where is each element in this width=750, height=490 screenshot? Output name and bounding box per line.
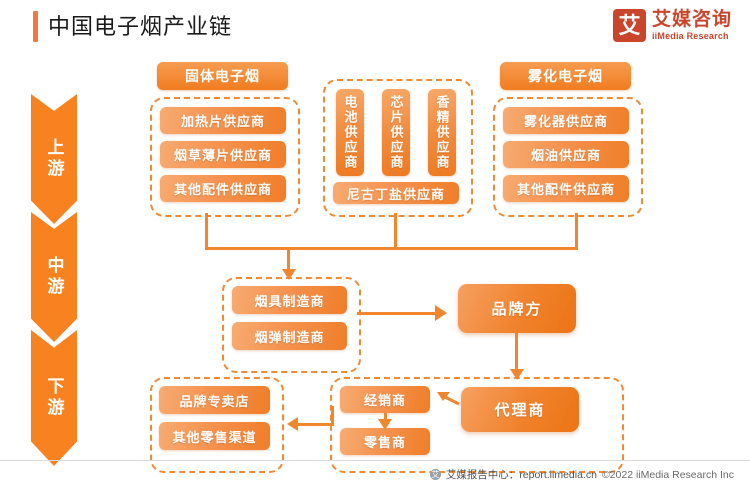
supplier-chip: 芯片供应商	[382, 89, 410, 176]
group-cap-solid-ecig: 固体电子烟	[157, 62, 288, 90]
supplier-other-parts-solid: 其他配件供应商	[160, 175, 286, 202]
supplier-flavor: 香精供应商	[428, 89, 456, 176]
footer-badge-icon: 艾	[429, 469, 441, 480]
connector-distribution-riser	[331, 406, 334, 426]
connector-vapor-down	[575, 213, 578, 247]
connector-brand-to-agent	[515, 333, 518, 372]
node-retailer: 零售商	[340, 428, 430, 455]
supplier-eliquid: 烟油供应商	[503, 141, 629, 168]
supplier-battery: 电池供应商	[336, 89, 364, 176]
connector-bus-to-maker	[287, 247, 290, 272]
diagram-stage: 上游 中游 下游 固体电子烟 加热片供应商 烟草薄片供应商 其他配件供应商 电池…	[0, 56, 750, 473]
group-box-retail	[150, 377, 284, 473]
logo-mark-icon: 艾	[612, 9, 646, 42]
connector-bus	[205, 247, 578, 250]
supplier-nicotine-salt: 尼古丁盐供应商	[333, 182, 459, 204]
connector-arrow-to-retailer	[378, 419, 392, 430]
footer-source: 艾媒报告中心：report.iimedia.cn	[445, 469, 597, 481]
connector-arrow-to-brand	[435, 305, 447, 321]
supplier-other-parts-vapor: 其他配件供应商	[503, 175, 629, 202]
group-cap-vapor-ecig: 雾化电子烟	[500, 62, 631, 90]
logo-title-cn: 艾媒咨询	[651, 9, 732, 30]
connector-maker-to-brand	[357, 312, 437, 315]
rail-segment-label: 中游	[44, 256, 64, 298]
node-brand-owner: 品牌方	[458, 284, 576, 333]
supplier-tobacco-sheet: 烟草薄片供应商	[160, 141, 286, 168]
group-box-vapor-ecig	[493, 97, 643, 217]
footer-content: 艾 艾媒报告中心：report.iimedia.cn ©2022 iiMedia…	[429, 467, 734, 482]
connector-distribution-to-retail	[296, 423, 334, 426]
header: 中国电子烟产业链 艾 艾媒咨询 iiMedia Research	[0, 0, 750, 56]
maker-cartridge: 烟弹制造商	[232, 322, 347, 350]
group-box-manufacturers	[222, 277, 361, 373]
node-distributor: 经销商	[340, 386, 430, 413]
retail-other-channel: 其他零售渠道	[159, 422, 270, 450]
stage-rail: 上游 中游 下游	[31, 94, 77, 466]
brand-logo: 艾 艾媒咨询 iiMedia Research	[612, 9, 732, 42]
footer: 艾 艾媒报告中心：report.iimedia.cn ©2022 iiMedia…	[0, 460, 750, 490]
connector-common-down	[394, 213, 397, 247]
rail-segment-downstream: 下游	[31, 330, 77, 466]
connector-arrow-to-retail	[287, 417, 298, 431]
connector-distributor-to-retailer	[384, 413, 387, 422]
connector-solid-down	[205, 213, 208, 247]
rail-segment-midstream: 中游	[31, 212, 77, 342]
page-title: 中国电子烟产业链	[48, 14, 233, 39]
supplier-heating-sheet: 加热片供应商	[160, 107, 286, 134]
connector-agent-to-distributor-layer	[437, 392, 460, 406]
connector-arrow-to-agent	[510, 369, 524, 380]
maker-device: 烟具制造商	[232, 286, 347, 314]
rail-segment-upstream: 上游	[31, 94, 77, 224]
title-accent-bar	[33, 11, 38, 42]
group-box-common-components	[323, 79, 473, 217]
retail-brand-store: 品牌专卖店	[159, 386, 270, 414]
node-agent: 代理商	[461, 387, 579, 432]
footer-copyright: ©2022 iiMedia Research Inc	[601, 468, 734, 481]
rail-segment-label: 下游	[44, 377, 64, 419]
group-box-solid-ecig	[150, 97, 300, 217]
connector-arrow-to-maker	[282, 269, 296, 280]
logo-title-en: iiMedia Research	[651, 31, 729, 41]
logo-text: 艾媒咨询 iiMedia Research	[652, 10, 732, 41]
rail-segment-label: 上游	[44, 138, 64, 180]
supplier-atomizer: 雾化器供应商	[503, 107, 629, 134]
